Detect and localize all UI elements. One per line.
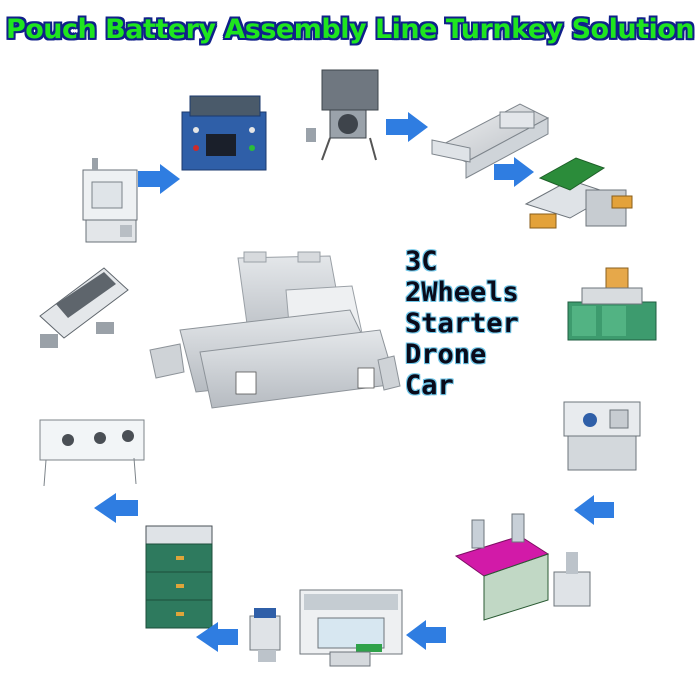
application-item: 3C (405, 246, 438, 277)
arrow-left-icon (574, 495, 614, 525)
pouch-cell-image (149, 251, 401, 409)
arrow-right-icon (386, 112, 428, 142)
stacking-machine (563, 401, 641, 471)
vacuum-sealing-machine (181, 95, 267, 171)
mixing-machine (306, 69, 379, 161)
rolling-machine (524, 157, 633, 229)
application-item: 2Wheels (405, 277, 519, 308)
application-item: Car (405, 370, 454, 401)
slitting-machine (567, 267, 657, 341)
page-title: Pouch Battery Assembly Line Turnkey Solu… (5, 14, 695, 45)
inspection-glove-box (39, 419, 145, 487)
application-item: Drone (405, 339, 487, 370)
arrow-right-icon (494, 157, 534, 187)
arrow-left-icon (94, 493, 138, 523)
arrow-left-icon (406, 620, 446, 650)
packaging-machine (299, 589, 403, 667)
arrow-left-icon (196, 622, 238, 652)
application-list: 3C 2Wheels Starter Drone Car (405, 246, 519, 401)
application-item: Starter (405, 308, 519, 339)
injection-machine (249, 608, 281, 662)
tab-welding-machine (454, 513, 591, 621)
coating-oven-line (431, 103, 550, 179)
degassing-machine (39, 267, 129, 348)
glove-box-machine (82, 158, 138, 243)
arrow-right-icon (138, 164, 180, 194)
formation-cabinet (145, 525, 213, 629)
